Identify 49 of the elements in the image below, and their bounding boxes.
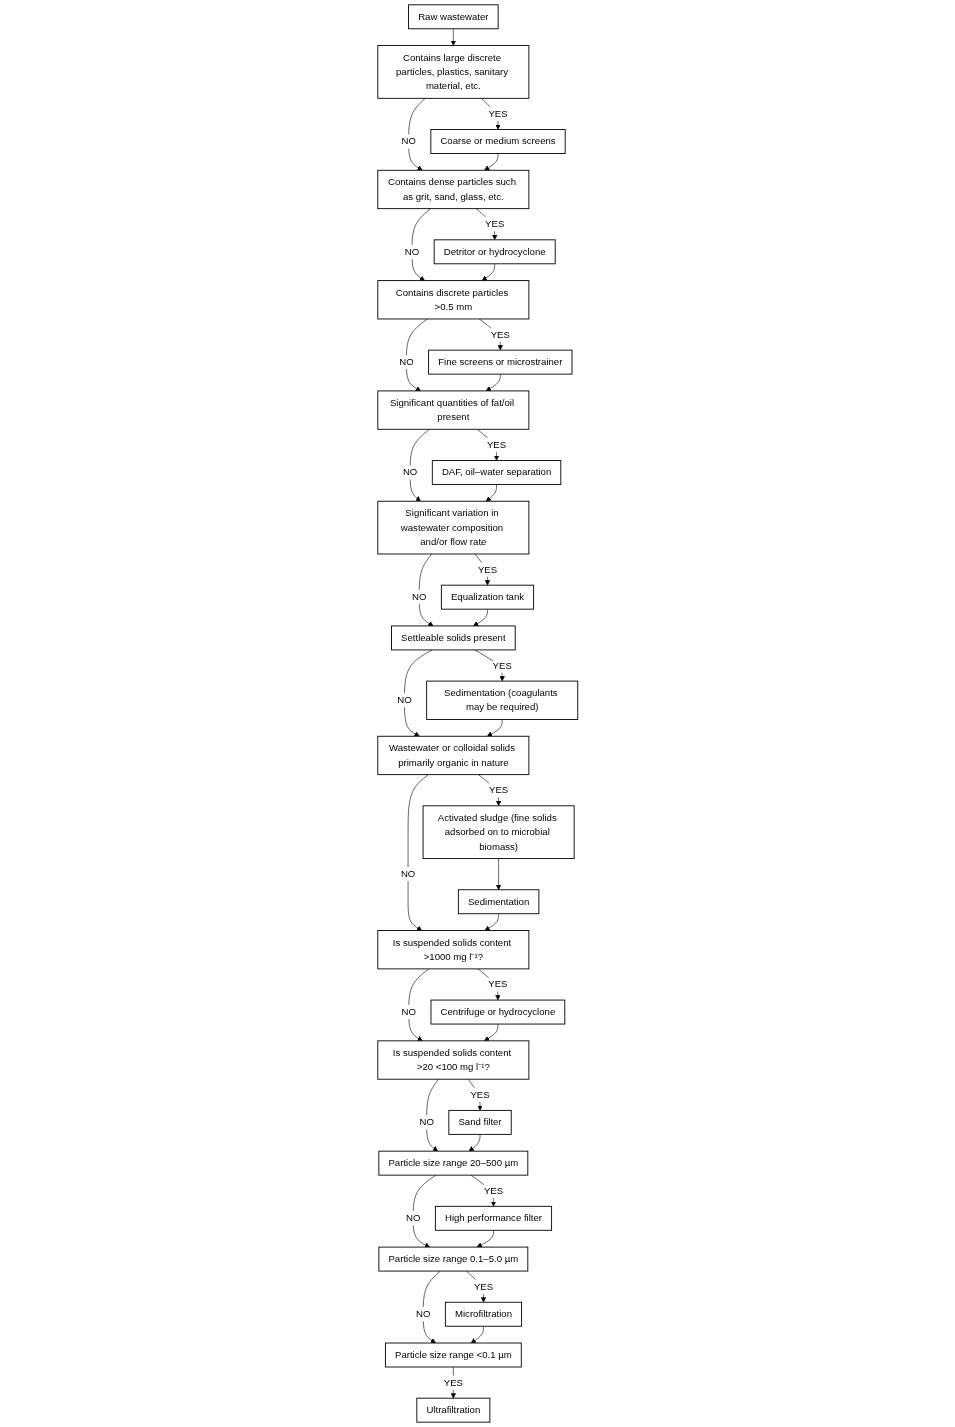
edge-label: YES [473,1281,493,1292]
node-box: Equalization tank [440,584,534,610]
node-box: Is suspended solids content >1000 mg l⁻¹? [377,930,530,970]
node-box: Sedimentation (coagulants may be required) [425,680,578,720]
edge-label: NO [405,1212,421,1224]
edge-label: YES [488,784,508,796]
edge-label: NO [398,356,414,367]
edge-label: YES [492,660,512,671]
edge-label: NO [402,467,418,478]
node-box: Significant quantities of fat/oil present [377,390,530,430]
edge-label: YES [488,108,508,119]
edge-label: YES [488,979,508,990]
node-box: Contains large discrete particles, plastics, sanitary material, etc. [377,45,530,99]
node-box: Settleable solids present [390,625,516,651]
node-box: Wastewater or colloidal solids primarily organic in nature [377,735,530,776]
node-box: Activated sludge (fine solids adsorbed on to microbial biomass) [422,805,575,860]
node-box: Detritor or hydrocyclone [433,239,556,265]
node-box: Fine screens or microstrainer [427,349,573,375]
edge-label: YES [484,218,504,230]
edge-label: YES [490,329,510,340]
node-box: Coarse or medium screens [430,129,566,154]
node-box: Particle size range <0.1 µm [384,1342,522,1368]
edge-label: NO [415,1308,431,1320]
node-box: Particle size range 0.1–5.0 µm [378,1246,528,1272]
edge-label: NO [400,868,415,879]
edge-label: YES [470,1089,490,1100]
edge-label: YES [483,1185,503,1196]
node-box: High performance filter [434,1205,552,1231]
edge-label: YES [443,1377,463,1388]
node-box: Significant variation in wastewater composition and/or flow rate [377,500,530,555]
node-box: Contains dense particles such as grit, sand, glass, etc. [377,169,530,210]
node-box: Centrifuge or hydrocyclone [430,999,565,1025]
node-box: Raw wastewater [407,4,499,30]
node-box: Sedimentation [457,889,540,915]
node-box: Particle size range 20–500 µm [378,1150,528,1176]
edge-label: YES [477,564,497,575]
edge-label: NO [401,136,416,147]
edge-label: NO [404,246,419,257]
edge-label: NO [411,591,427,602]
node-box: Microfiltration [444,1301,522,1327]
edge-label: NO [419,1116,434,1128]
edge-label: NO [397,694,412,706]
node-box: Is suspended solids content >20 <100 mg l⁻¹? [377,1040,530,1080]
node-box: Sand filter [448,1109,512,1135]
node-box: DAF, oil–water separation [431,460,561,485]
edge-label: NO [401,1006,416,1017]
edge-label: YES [486,439,506,450]
node-box: Ultrafiltration [416,1397,491,1423]
node-box: Contains discrete particles >0.5 mm [377,280,530,320]
